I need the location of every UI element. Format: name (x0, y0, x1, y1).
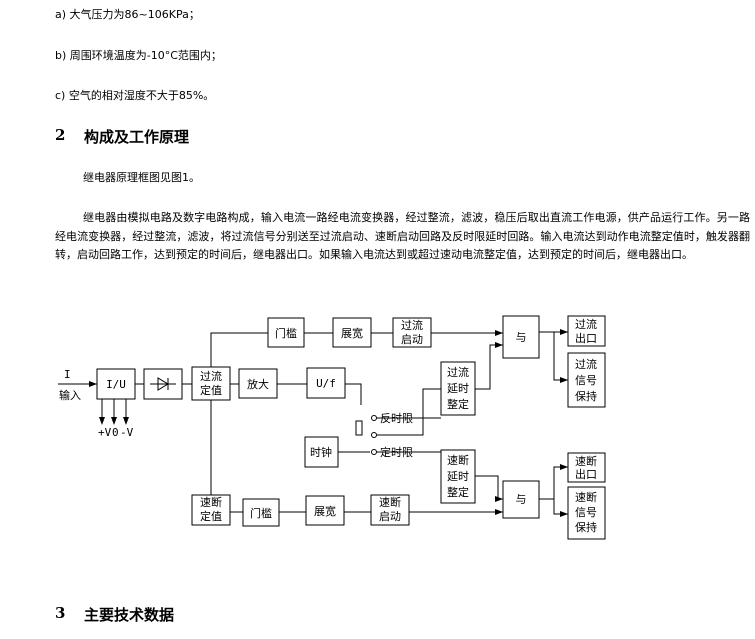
oc-start-line2: 启动 (401, 333, 423, 346)
oc-delay-line2: 延时 (447, 382, 469, 395)
threshold-top-label: 门槛 (275, 326, 297, 340)
description-paragraph: 继电器由模拟电路及数字电路构成，输入电流一路经电流变换器，经过整流，滤波，稳压后… (55, 211, 750, 261)
oc-delay-line3: 整定 (447, 397, 469, 411)
oc-start-line1: 过流 (401, 318, 423, 332)
condition-b: b) 周围环境温度为-10°C范围内； (55, 49, 222, 62)
uf-box (306, 367, 346, 399)
qb-out-line1: 速断 (575, 454, 597, 468)
qb-signal-line3: 保持 (575, 520, 597, 534)
power-minus-label: -V (120, 426, 134, 439)
broaden-bottom-label: 展宽 (314, 504, 336, 518)
qb-setting-line2: 定值 (200, 509, 222, 523)
condition-a: a) 大气压力为86~106KPa； (55, 8, 200, 21)
switch-element (355, 420, 363, 436)
qb-signal-line2: 信号 (575, 506, 597, 519)
qb-out-line2: 出口 (575, 467, 597, 481)
qb-signal-box (567, 486, 606, 540)
oc-signal-line2: 信号 (575, 374, 597, 387)
and-top-label: 与 (516, 331, 527, 344)
iu-label: I/U (106, 378, 126, 391)
qb-start-box (370, 494, 410, 526)
qb-signal-line1: 速断 (575, 490, 597, 504)
power-plus-label: +V (98, 426, 112, 439)
definite-time-label: 定时限 (380, 445, 413, 459)
oc-out-box (567, 315, 606, 347)
section-3-title: 主要技术数据 (84, 606, 175, 624)
qb-delay-line2: 延时 (447, 470, 469, 483)
broaden-bottom-box (305, 495, 345, 526)
uf-label: U/f (316, 377, 336, 390)
threshold-bottom-label: 门槛 (250, 506, 272, 520)
qb-delay-line3: 整定 (447, 485, 469, 499)
amplifier-label: 放大 (247, 377, 269, 391)
oc-signal-line1: 过流 (575, 357, 597, 371)
oc-setting-line2: 定值 (200, 383, 222, 397)
and-top-box (502, 315, 540, 359)
section-2-title: 构成及工作原理 (84, 128, 190, 146)
oc-signal-line3: 保持 (575, 389, 597, 403)
qb-delay-line1: 速断 (447, 453, 469, 467)
qb-start-line2: 启动 (379, 510, 401, 523)
intro-text: 继电器原理框图见图1。 (83, 171, 200, 184)
clock-label: 时钟 (310, 445, 332, 459)
input-label: 输入 (59, 388, 81, 402)
section-3-number: 3 (55, 604, 66, 622)
input-symbol: I (64, 368, 71, 381)
oc-out-line1: 过流 (575, 317, 597, 331)
condition-c: c) 空气的相对湿度不大于85%。 (55, 89, 215, 102)
qb-setting-line1: 速断 (200, 495, 222, 509)
broaden-top-label: 展宽 (341, 326, 363, 340)
oc-delay-line1: 过流 (447, 365, 469, 379)
and-bottom-label: 与 (516, 493, 527, 506)
inverse-time-label: 反时限 (380, 412, 413, 425)
qb-start-line1: 速断 (379, 495, 401, 509)
oc-setting-line1: 过流 (200, 369, 222, 383)
oc-out-line2: 出口 (575, 331, 597, 345)
power-zero-label: 0 (112, 426, 119, 439)
section-2-number: 2 (55, 126, 66, 144)
